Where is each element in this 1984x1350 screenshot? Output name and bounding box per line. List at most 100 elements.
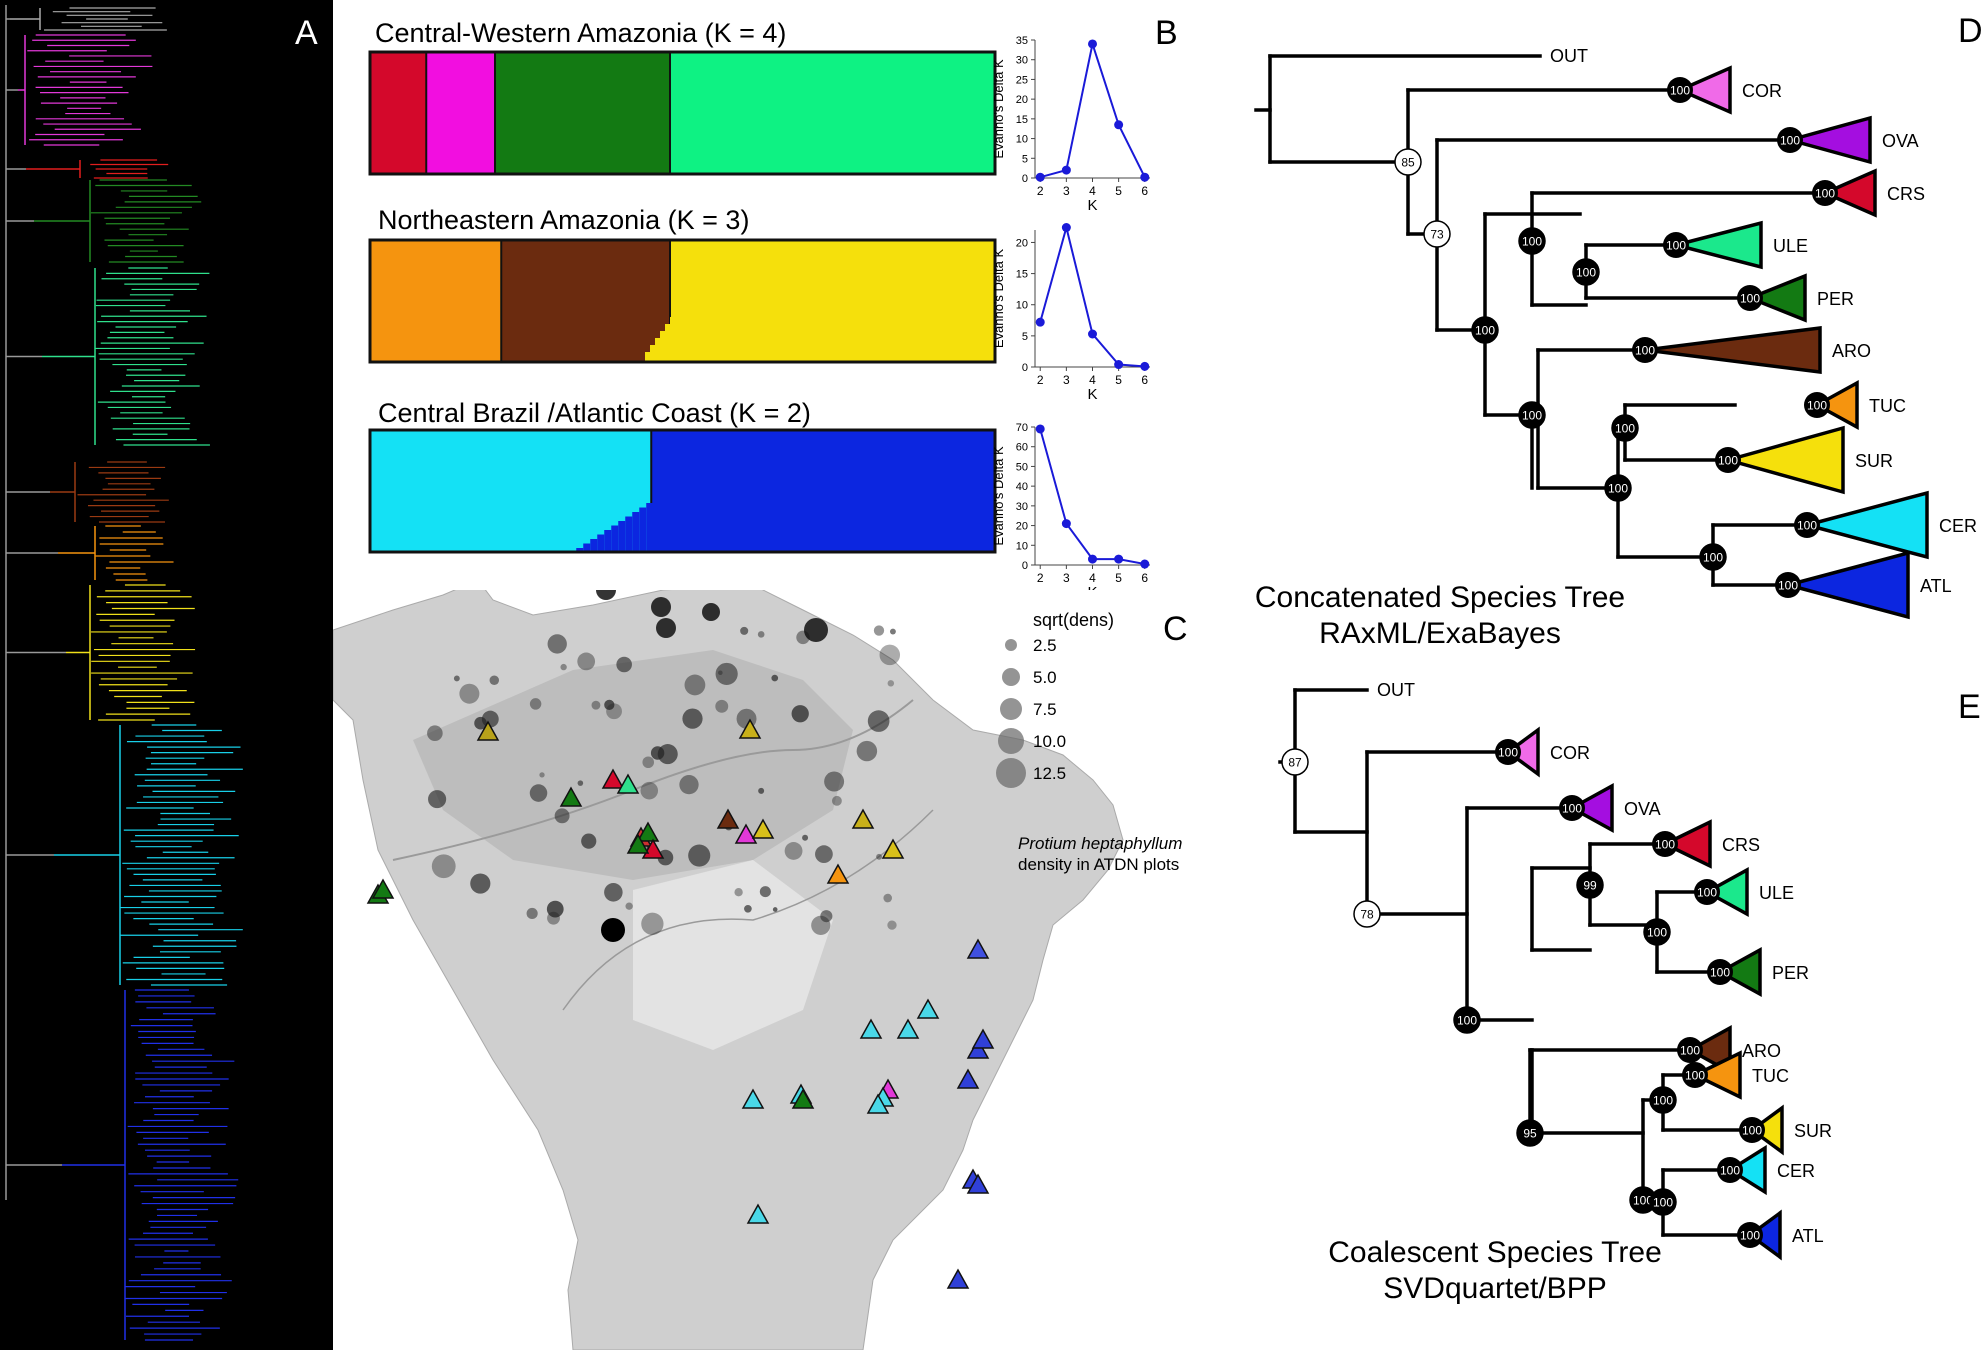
clade-label: ARO (1742, 1041, 1781, 1061)
density-circle (547, 634, 567, 654)
density-circle (791, 705, 809, 723)
support-node (1576, 871, 1604, 899)
deltak-xtick-label: 2 (1037, 373, 1044, 387)
deltak-xtick-label: 3 (1063, 184, 1070, 198)
deltak-point (1114, 554, 1124, 564)
support-value: 100 (1498, 746, 1518, 760)
support-value: 100 (1778, 579, 1798, 593)
admixture-step (590, 539, 598, 552)
support-value: 100 (1522, 409, 1542, 423)
support-value: 100 (1635, 344, 1655, 358)
panel-b: Central-Western Amazonia (K = 4) Northea… (345, 0, 1215, 590)
density-circle (744, 904, 752, 913)
density-circle (641, 912, 664, 935)
density-legend-label: 2.5 (1033, 636, 1057, 655)
density-circle (815, 845, 833, 864)
clade-label: SUR (1794, 1121, 1832, 1141)
clade-label: ATL (1792, 1226, 1824, 1246)
support-node-black (1707, 959, 1733, 985)
density-circle-large (702, 603, 720, 621)
clade-label: ATL (1920, 576, 1952, 596)
structure-title-cb: Central Brazil /Atlantic Coast (K = 2) (378, 398, 811, 428)
support-value: 100 (1680, 1044, 1700, 1058)
density-circle (771, 674, 779, 682)
clade-label: CRS (1722, 835, 1760, 855)
deltak-point (1061, 165, 1071, 175)
support-value: 100 (1562, 802, 1582, 816)
support-node (1281, 748, 1309, 776)
deltak-xtick-label: 2 (1037, 571, 1044, 585)
support-value: 100 (1653, 1196, 1673, 1210)
sample-triangle (559, 786, 583, 807)
density-circle (734, 888, 743, 897)
sample-triangle (636, 821, 660, 842)
support-value: 85 (1401, 156, 1415, 170)
deltak-point (1140, 559, 1150, 569)
support-value: 100 (1615, 422, 1635, 436)
support-value: 73 (1430, 228, 1444, 242)
density-legend-circle (1000, 698, 1022, 720)
deltak-xtick-label: 4 (1089, 373, 1096, 387)
clade-label: ULE (1773, 236, 1808, 256)
admixture-step (646, 503, 654, 552)
density-circle (879, 644, 901, 666)
admixture-step (576, 548, 584, 552)
clade-label: PER (1817, 289, 1854, 309)
deltak-ytick-label: 10 (1016, 134, 1028, 146)
sample-triangle (866, 1093, 890, 1114)
density-circle (889, 628, 896, 635)
sample-triangle (966, 1173, 990, 1194)
clade-label: COR (1550, 743, 1590, 763)
panel-d-title: Concatenated Species Tree RAxML/ExaBayes (1240, 580, 1640, 652)
admixture-step (665, 324, 670, 362)
density-circle (577, 780, 584, 786)
deltak-point (1140, 361, 1150, 371)
sample-triangle (746, 1203, 770, 1224)
deltak-ylabel: Evanno's Delta K (991, 59, 1006, 159)
deltak-ytick-label: 0 (1022, 173, 1028, 185)
density-circle (529, 698, 542, 710)
density-circle (867, 710, 890, 732)
support-node-black (1812, 180, 1838, 206)
density-circle (772, 907, 778, 912)
deltak-xlabel: K (1087, 197, 1097, 214)
clade-label: OVA (1624, 799, 1661, 819)
admixture-step (655, 338, 660, 362)
support-node (1643, 918, 1671, 946)
support-node (1453, 1006, 1481, 1034)
support-value: 100 (1457, 1014, 1477, 1028)
support-node-black (1717, 1157, 1743, 1183)
density-circle (657, 849, 674, 866)
panel-c-map: 2.55.07.510.012.5 (333, 590, 1124, 1350)
deltak-ytick-label: 0 (1022, 362, 1028, 374)
deltak-xtick-label: 2 (1037, 184, 1044, 198)
legend-caption-rest: density in ATDN plots (1018, 855, 1180, 874)
density-circle (581, 833, 597, 849)
density-circle (820, 910, 833, 923)
deltak-point (1061, 223, 1071, 233)
deltak-point (1035, 424, 1045, 434)
admixture-step (653, 498, 661, 552)
clade-label: CRS (1887, 184, 1925, 204)
density-circle (883, 893, 892, 903)
deltak-line (1039, 223, 1145, 368)
support-node-black (1694, 879, 1720, 905)
support-node-black (1794, 512, 1820, 538)
clade-triangle (1716, 947, 1762, 997)
cerrado-region (633, 860, 833, 1050)
support-value: 87 (1288, 756, 1302, 770)
clade-label: SUR (1855, 451, 1893, 471)
density-legend-caption: Protium heptaphyllum density in ATDN plo… (1018, 833, 1182, 875)
deltak-point (1088, 329, 1097, 339)
sample-triangle (966, 1038, 990, 1059)
deltak-xtick-label: 5 (1115, 571, 1122, 585)
deltak-point (1140, 172, 1150, 182)
support-node-black (1663, 232, 1689, 258)
legend-caption-italic: Protium heptaphyllum (1018, 834, 1183, 853)
support-node (1394, 148, 1422, 176)
clade-triangle (1800, 490, 1929, 560)
support-value: 100 (1740, 292, 1760, 306)
deltak-xtick-label: 3 (1063, 571, 1070, 585)
